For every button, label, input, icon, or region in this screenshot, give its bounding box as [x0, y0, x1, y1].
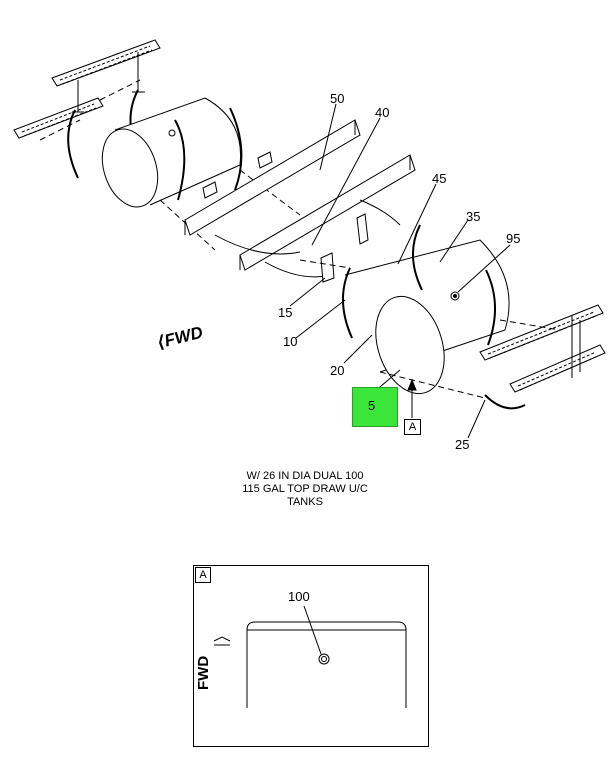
callout-45: 45: [432, 171, 447, 186]
right-tank-assembly: [299, 224, 606, 410]
callout-35: 35: [466, 209, 481, 224]
callout-15: 15: [278, 305, 293, 320]
callout-20: 20: [330, 363, 345, 378]
caption-line-1: W/ 26 IN DIA DUAL 100: [246, 470, 364, 482]
callout-100: 100: [288, 589, 310, 604]
highlighted-callout-box[interactable]: [352, 387, 398, 427]
step-tread-upper-left: [13, 39, 161, 139]
frame-rails: [184, 119, 416, 283]
caption-line-3: TANKS: [287, 496, 323, 508]
callout-25: 25: [455, 437, 470, 452]
caption-line-2: 115 GAL TOP DRAW U/C: [242, 483, 368, 495]
left-tank-assembly: [13, 39, 301, 251]
callout-5[interactable]: 5: [368, 398, 376, 413]
detail-a-tag: A: [195, 567, 211, 583]
callout-10: 10: [283, 334, 298, 349]
reference-tag-a: A: [404, 419, 421, 435]
diagram-caption: W/ 26 IN DIA DUAL 100 115 GAL TOP DRAW U…: [0, 470, 610, 509]
callout-95: 95: [506, 231, 521, 246]
detail-a-frame: [193, 565, 429, 747]
callout-50: 50: [330, 91, 345, 106]
callout-40: 40: [375, 105, 390, 120]
leader-lines: [289, 103, 511, 439]
